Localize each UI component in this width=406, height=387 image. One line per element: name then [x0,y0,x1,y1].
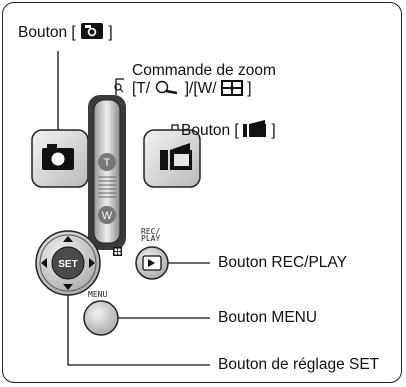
photo-button-graphic [31,129,89,188]
rec-play-small-line2: PLAY [141,234,161,243]
video-button-graphic [143,129,201,188]
set-dpad-graphic: SET [35,230,101,296]
label-zoom-suffix: ] [247,80,252,97]
label-zoom-line2: [T/ ]/[W/ ] [132,80,252,98]
label-rec-play: Bouton REC/PLAY [218,254,347,271]
set-center-label: SET [58,259,77,270]
leader-set [67,281,210,366]
zoom-w-label: W [102,210,113,222]
thumbnail-grid-icon [220,80,243,96]
label-video-button: Bouton [ ] [181,120,276,140]
rec-play-small-line1: REC/ [141,227,161,236]
leader-zoom [115,78,124,95]
label-photo-suffix: ] [108,24,113,41]
label-menu: Bouton MENU [218,309,318,326]
label-set: Bouton de réglage SET [218,356,380,373]
camera-icon [81,23,104,39]
zoom-t-label: T [104,157,111,169]
label-zoom-line1: Commande de zoom [132,62,276,79]
diagram-frame [2,2,402,383]
label-video-prefix: Bouton [ [181,122,239,139]
label-video-suffix: ] [271,122,276,139]
label-zoom-t: [T/ [132,80,151,97]
leader-video [171,124,179,132]
magnifier-icon [156,80,178,95]
leader-lines [57,51,210,366]
rec-play-small-label: REC/ PLAY [141,227,161,243]
magnifier-icon [114,83,124,93]
thumbnail-grid-icon [113,247,122,256]
zoom-lever-graphic: T W [88,83,126,256]
menu-small-label: MENU [88,290,108,299]
video-camera-icon [243,120,267,137]
rec-play-button-graphic [135,246,169,280]
label-photo-button: Bouton [ ] [18,22,113,42]
label-photo-prefix: Bouton [ [18,24,76,41]
menu-button-graphic [83,300,119,336]
label-zoom-w: ]/[W/ [184,80,217,97]
